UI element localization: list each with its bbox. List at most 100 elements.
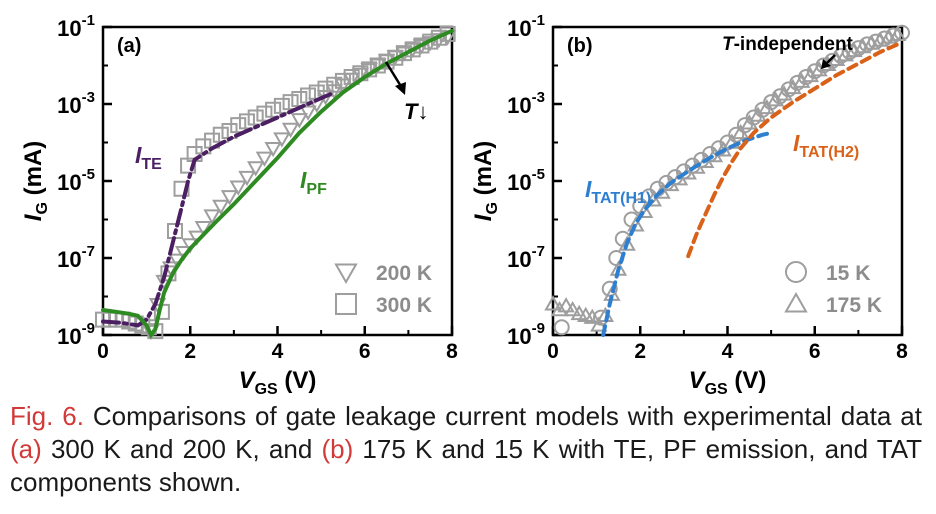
data-point bbox=[627, 216, 645, 232]
data-point bbox=[550, 300, 569, 317]
data-point bbox=[325, 84, 343, 100]
panel-label: (b) bbox=[567, 35, 593, 57]
data-point bbox=[229, 180, 247, 196]
data-point bbox=[888, 25, 907, 41]
fit-line bbox=[101, 28, 454, 339]
data-point bbox=[256, 105, 273, 122]
data-point bbox=[246, 161, 265, 177]
data-markers bbox=[544, 24, 910, 336]
data-point bbox=[153, 303, 170, 320]
legend-label: 300 K bbox=[376, 294, 432, 317]
caption-text-1: Comparisons of gate leakage current mode… bbox=[83, 401, 922, 431]
data-point bbox=[180, 157, 197, 174]
data-point bbox=[618, 235, 636, 251]
plot-frame bbox=[551, 25, 904, 337]
y-tick-label: 10-7 bbox=[507, 243, 545, 272]
data-point bbox=[203, 209, 221, 225]
temperature-arrow bbox=[384, 61, 404, 89]
y-tick-label: 10-7 bbox=[57, 243, 95, 272]
data-point bbox=[255, 151, 274, 167]
fit-line bbox=[686, 40, 904, 259]
annotation-label: T↓ bbox=[404, 99, 428, 124]
data-point bbox=[563, 300, 582, 317]
annotation-label: T-independent bbox=[722, 34, 854, 55]
y-axis-label: IG (mA) bbox=[470, 141, 501, 221]
data-point bbox=[140, 319, 157, 336]
y-tick-label: 10-9 bbox=[57, 320, 95, 349]
data-point bbox=[194, 220, 213, 237]
x-axis-label: VGS (V) bbox=[689, 367, 767, 398]
data-point bbox=[544, 295, 562, 311]
y-tick-label: 10-1 bbox=[507, 12, 545, 41]
legend-marker bbox=[335, 293, 357, 315]
x-tick-label: 6 bbox=[359, 340, 371, 363]
x-tick-label: 0 bbox=[97, 340, 109, 363]
data-point bbox=[342, 72, 361, 88]
legend-marker bbox=[785, 261, 807, 283]
data-point bbox=[351, 67, 370, 83]
y-tick-label: 10-9 bbox=[507, 320, 545, 349]
data-point bbox=[230, 117, 247, 134]
data-point bbox=[264, 142, 282, 158]
y-tick-label: 10-5 bbox=[507, 166, 545, 195]
temperature-arrowhead bbox=[395, 82, 406, 95]
data-point bbox=[758, 98, 776, 115]
x-tick-label: 0 bbox=[547, 340, 559, 363]
annotation-label: ITAT(H2) bbox=[793, 130, 859, 161]
data-point bbox=[749, 106, 767, 122]
data-point bbox=[740, 114, 759, 130]
caption-text-3: 175 K and 15 K with TE, PF emission, and… bbox=[10, 434, 922, 497]
data-point bbox=[212, 126, 229, 143]
data-point bbox=[281, 122, 300, 139]
y-tick-label: 10-1 bbox=[57, 12, 95, 41]
x-tick-label: 8 bbox=[446, 340, 458, 363]
data-point bbox=[334, 78, 352, 94]
caption-figure-number: Fig. 6. bbox=[10, 401, 84, 431]
data-markers bbox=[95, 25, 457, 341]
data-point bbox=[247, 109, 264, 126]
annotation-label: IPF bbox=[300, 167, 327, 198]
caption-ref-a: (a) bbox=[10, 434, 42, 464]
legend-label: 175 K bbox=[826, 294, 882, 317]
data-point bbox=[644, 191, 663, 207]
data-point bbox=[635, 202, 654, 219]
legend-marker bbox=[784, 291, 808, 313]
data-point bbox=[273, 97, 290, 114]
y-tick-label: 10-3 bbox=[57, 89, 95, 118]
data-point bbox=[590, 316, 608, 332]
data-point bbox=[557, 297, 575, 313]
x-tick-label: 4 bbox=[722, 340, 734, 363]
caption-ref-b: (b) bbox=[321, 434, 354, 464]
x-tick-label: 4 bbox=[272, 340, 284, 363]
fit-line bbox=[601, 130, 774, 337]
t-independent-arrow bbox=[825, 54, 836, 65]
annotation-label: ITAT(H1) bbox=[585, 176, 651, 207]
y-tick-label: 10-3 bbox=[507, 89, 545, 118]
data-point bbox=[173, 180, 190, 197]
data-point bbox=[299, 105, 317, 121]
caption-text-2: 300 K and 200 K, and bbox=[41, 434, 322, 464]
x-tick-label: 2 bbox=[634, 340, 646, 363]
x-tick-label: 6 bbox=[809, 340, 821, 363]
annotation-label: ITE bbox=[135, 142, 162, 173]
legend-label: 15 K bbox=[826, 262, 870, 285]
data-point bbox=[273, 132, 291, 148]
data-point bbox=[212, 199, 230, 216]
legend-marker bbox=[334, 263, 358, 285]
legend-label: 200 K bbox=[376, 262, 432, 285]
figure-caption: Fig. 6. Comparisons of gate leakage curr… bbox=[10, 400, 922, 499]
x-tick-label: 2 bbox=[184, 340, 196, 363]
data-point bbox=[265, 101, 282, 118]
y-axis-label: IG (mA) bbox=[20, 141, 51, 221]
data-point bbox=[220, 190, 239, 206]
x-tick-label: 8 bbox=[896, 340, 908, 363]
data-point bbox=[583, 308, 601, 324]
x-axis-label: VGS (V) bbox=[239, 367, 317, 398]
plot-frame bbox=[101, 25, 454, 337]
data-point bbox=[731, 123, 750, 140]
data-point bbox=[601, 280, 618, 297]
y-tick-label: 10-5 bbox=[57, 166, 95, 195]
